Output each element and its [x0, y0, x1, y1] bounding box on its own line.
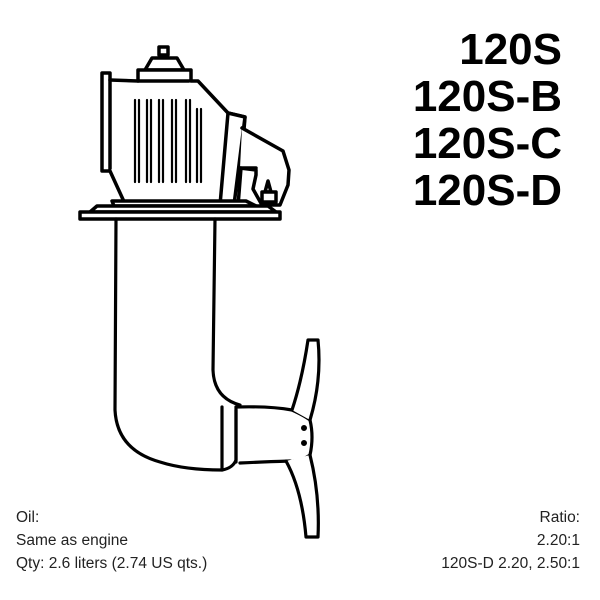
- ratio-standard: 2.20:1: [536, 532, 580, 549]
- ratio-variant: 120S-D 2.20, 2.50:1: [441, 555, 580, 572]
- model-120s-b: 120S-B: [412, 72, 562, 121]
- cooling-fins: [133, 98, 203, 184]
- model-120s: 120S: [459, 25, 562, 74]
- oil-spec: Oil: Same as engine Qty: 2.6 liters (2.7…: [16, 506, 207, 575]
- model-120s-c: 120S-C: [412, 119, 562, 168]
- drive-leg: [113, 217, 242, 472]
- model-120s-d: 120S-D: [412, 166, 562, 215]
- oil-quantity: Qty: 2.6 liters (2.74 US qts.): [16, 555, 208, 572]
- oil-type: Same as engine: [16, 532, 129, 549]
- propeller-hub: [234, 405, 314, 465]
- top-cap: [136, 45, 193, 83]
- ratio-spec: Ratio: 2.20:1 120S-D 2.20, 2.50:1: [441, 506, 580, 575]
- propeller-blades: [284, 338, 321, 539]
- oil-label: Oil:: [16, 509, 40, 526]
- ratio-label: Ratio:: [539, 509, 581, 526]
- upper-housing: [100, 71, 291, 208]
- mounting-flange: [78, 199, 282, 221]
- model-list: 120S 120S-B 120S-C 120S-D: [413, 26, 562, 214]
